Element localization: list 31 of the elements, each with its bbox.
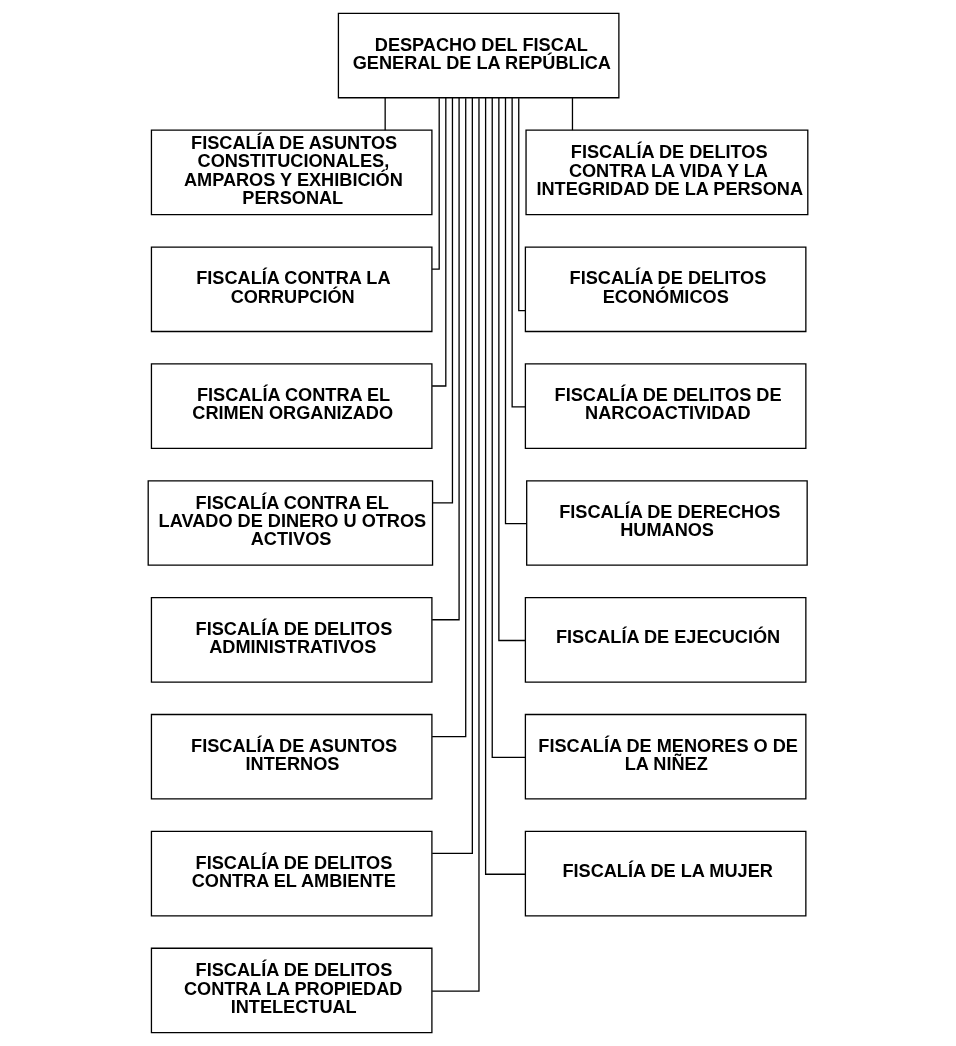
node-box: FISCALÍA DE DELITOS CONTRA LA VIDA Y LA INTEGRIDAD DE LA PERSONA [525,129,809,216]
connector [431,97,480,992]
connector [431,97,447,387]
node-box: FISCALÍA DE DELITOS ADMINISTRATIVOS [150,597,433,683]
connector [431,97,473,855]
connector [504,97,528,525]
connector [491,97,526,758]
node-box: FISCALÍA DE DELITOS DE NARCOACTIVIDAD [524,363,807,449]
connector [484,97,526,875]
node-box: DESPACHO DEL FISCAL GENERAL DE LA REPÚBLICA [337,12,620,99]
node-box: FISCALÍA DE ASUNTOS INTERNOS [150,713,433,800]
connector [571,97,574,131]
connector [431,97,440,270]
connector [431,97,454,504]
node-box: FISCALÍA DE DERECHOS HUMANOS [526,480,808,566]
node-box: FISCALÍA DE DELITOS CONTRA LA PROPIEDAD INTELECTUAL [150,947,433,1034]
node-box: FISCALÍA DE MENORES O DE LA NIÑEZ [524,713,807,800]
connector [431,97,467,738]
connector [511,97,526,408]
node-box: FISCALÍA DE EJECUCIÓN [524,597,807,683]
node-box: FISCALÍA DE DELITOS CONTRA EL AMBIENTE [150,830,433,917]
connector [431,97,460,621]
node-box: FISCALÍA CONTRA LA CORRUPCIÓN [150,246,433,333]
connector [498,97,526,642]
connector [384,97,386,131]
node-box: FISCALÍA DE ASUNTOS CONSTITUCIONALES, AMPAROS Y EXHIBICIÓN PERSONAL [150,129,433,216]
node-box: FISCALÍA DE DELITOS ECONÓMICOS [524,246,807,333]
node-box: FISCALÍA CONTRA EL CRIMEN ORGANIZADO [150,363,433,449]
connector [518,97,526,312]
node-box: FISCALÍA CONTRA EL LAVADO DE DINERO U OTROS ACTIVOS [147,480,434,566]
node-box: FISCALÍA DE LA MUJER [524,830,807,917]
